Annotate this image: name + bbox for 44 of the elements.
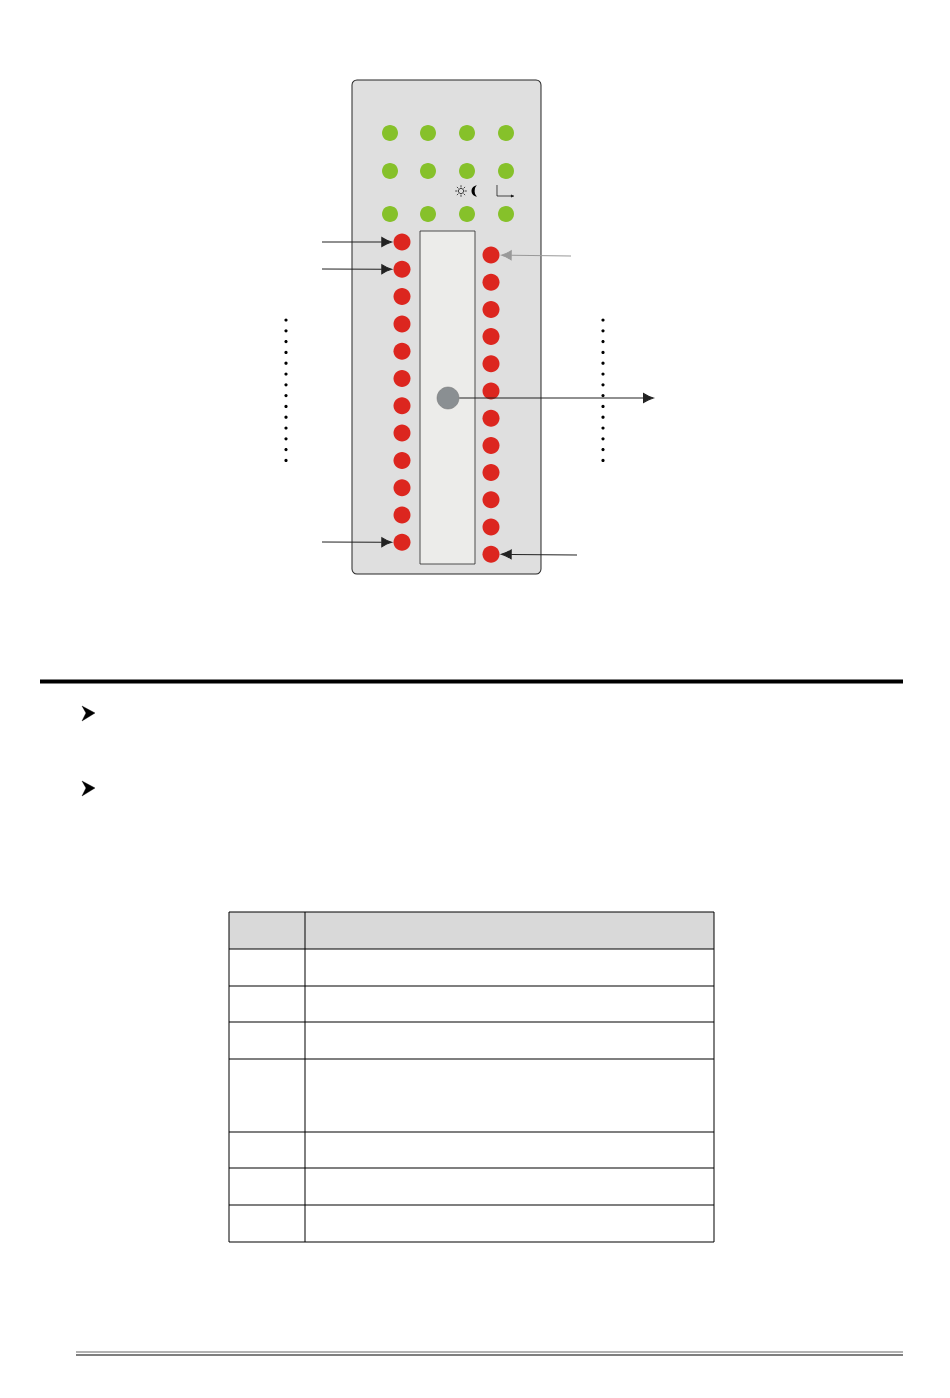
led-light <box>459 125 475 141</box>
display-window <box>419 230 476 565</box>
led-light <box>498 206 514 222</box>
led-light <box>482 545 500 563</box>
led-light <box>393 424 411 442</box>
led-light <box>482 273 500 291</box>
arrow <box>321 537 393 548</box>
led-light <box>382 125 398 141</box>
led-light <box>393 288 411 306</box>
led-light <box>393 370 411 387</box>
led-light <box>482 328 500 346</box>
arrow <box>321 264 393 275</box>
led-light <box>393 260 411 278</box>
led-light <box>482 409 500 427</box>
led-light <box>459 206 475 222</box>
led-light <box>393 533 411 551</box>
led-light <box>482 382 500 400</box>
led-light <box>459 163 475 179</box>
led-light <box>498 125 514 141</box>
led-light <box>482 464 500 482</box>
led-light <box>382 206 398 222</box>
led-light <box>420 163 436 179</box>
led-light <box>420 206 436 222</box>
led-light <box>482 246 500 264</box>
led-light <box>393 506 411 524</box>
push-button <box>436 386 460 410</box>
arrow <box>321 237 393 248</box>
arrow <box>458 393 654 404</box>
led-light <box>393 233 411 251</box>
led-light <box>393 479 411 497</box>
led-light <box>393 342 411 360</box>
led-light <box>393 451 411 469</box>
led-light <box>393 315 411 333</box>
led-light <box>482 300 500 318</box>
arrow <box>500 250 572 261</box>
led-light <box>482 436 500 454</box>
led-light <box>498 163 514 179</box>
arrow <box>500 549 578 560</box>
led-light <box>482 355 500 373</box>
led-light <box>393 397 411 415</box>
led-light <box>482 491 500 509</box>
led-light <box>482 518 500 536</box>
led-light <box>420 125 436 141</box>
led-light <box>382 163 398 179</box>
